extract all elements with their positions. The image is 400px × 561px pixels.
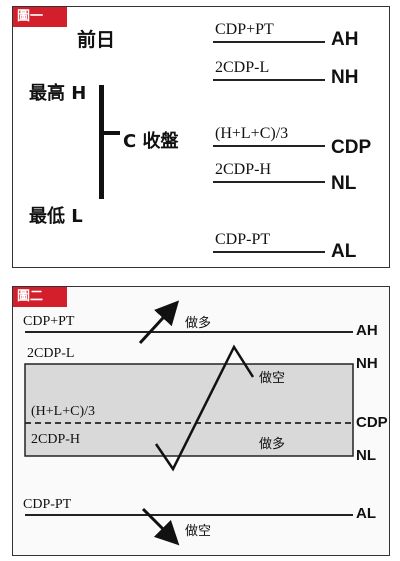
level-formula-al: CDP-PT xyxy=(215,231,271,248)
previous-day-label: 前日 xyxy=(77,29,116,51)
level-name-cdp: CDP xyxy=(331,137,372,158)
action-buy-breakout: 做多 xyxy=(185,316,212,331)
close-tick xyxy=(102,131,120,135)
p2-formula-nh: 2CDP-L xyxy=(27,346,75,361)
level-name-nl: NL xyxy=(331,173,357,194)
breakdown-arrow xyxy=(141,507,180,546)
action-short-nh: 做空 xyxy=(259,371,286,386)
level-line-ah xyxy=(213,41,325,43)
p2-name-nl: NL xyxy=(356,447,376,464)
p2-formula-cdp: (H+L+C)/3 xyxy=(31,404,96,419)
action-buy-nl: 做多 xyxy=(259,437,286,452)
level-line-nl xyxy=(213,181,325,183)
level-line-al xyxy=(213,251,325,253)
p2-name-nh: NH xyxy=(356,355,378,372)
p2-name-cdp: CDP xyxy=(356,414,388,431)
figure-one-panel: 圖一 前日 最高 H C 收盤 最低 L CDP+PT AH 2CDP-L NH… xyxy=(12,6,390,268)
level-line-nh xyxy=(213,79,325,81)
level-formula-ah: CDP+PT xyxy=(215,21,274,38)
neutral-band xyxy=(24,363,354,457)
figure-two-drawing xyxy=(24,300,354,546)
figure-one-badge: 圖一 xyxy=(13,7,67,27)
low-label: 最低 L xyxy=(29,206,83,227)
level-formula-cdp: (H+L+C)/3 xyxy=(215,125,289,142)
figure-two-badge: 圖二 xyxy=(13,287,67,307)
high-label: 最高 H xyxy=(29,83,87,104)
close-label: C 收盤 xyxy=(123,131,179,152)
price-path xyxy=(154,344,255,472)
level-formula-nh: 2CDP-L xyxy=(215,59,270,76)
p2-formula-nl: 2CDP-H xyxy=(31,432,81,447)
level-name-ah: AH xyxy=(331,29,359,50)
level-name-nh: NH xyxy=(331,67,359,88)
price-bar xyxy=(99,85,104,199)
level-formula-nl: 2CDP-H xyxy=(215,161,272,178)
p2-formula-al: CDP-PT xyxy=(23,497,72,512)
action-short-breakdown: 做空 xyxy=(185,524,212,539)
p2-name-al: AL xyxy=(356,505,376,522)
p2-name-ah: AH xyxy=(356,322,378,339)
breakout-up-arrow xyxy=(138,300,180,345)
figure-two-panel: 圖二 CDP+PT AH 2CDP-L NH (H+L+C)/3 CDP 2CD… xyxy=(12,286,390,556)
level-name-al: AL xyxy=(331,241,357,262)
level-line-cdp xyxy=(213,145,325,147)
p2-formula-ah: CDP+PT xyxy=(23,314,75,329)
